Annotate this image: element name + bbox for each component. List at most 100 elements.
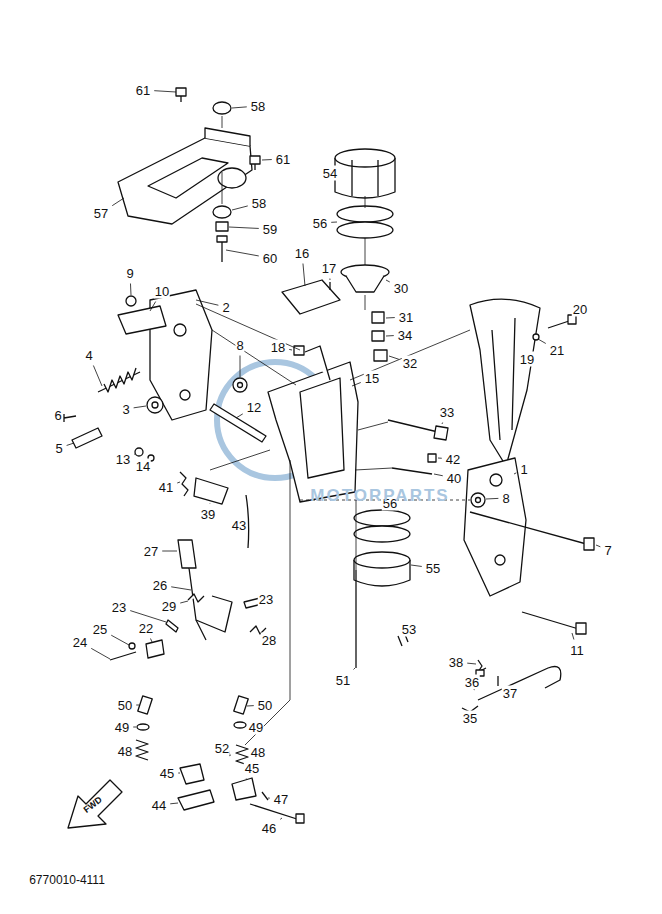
callout-number: 45: [159, 766, 175, 781]
diagram-code: 6770010-4111: [28, 873, 106, 887]
callout-number: 39: [200, 507, 216, 522]
leader-line: [93, 366, 102, 387]
callout-number: 50: [257, 698, 273, 713]
callout-number: 22: [138, 621, 154, 636]
callout-number: 20: [572, 302, 588, 317]
leader-line: [91, 648, 110, 659]
leader-line: [438, 458, 442, 459]
leader-line: [386, 280, 390, 282]
callout-number: 58: [251, 196, 267, 211]
callout-number: 38: [448, 655, 464, 670]
callout-number: 30: [393, 281, 409, 296]
callout-number: 18: [270, 340, 286, 355]
callout-number: 9: [125, 266, 134, 281]
assembly-lines: [196, 116, 470, 745]
leader-line: [538, 339, 546, 343]
callout-number: 4: [84, 348, 93, 363]
leader-line: [596, 545, 600, 547]
leader-line: [386, 335, 394, 336]
callout-number: 50: [117, 698, 133, 713]
watermark: MOTORPARTS: [310, 487, 449, 504]
leader-line: [280, 818, 282, 819]
leader-line: [467, 663, 476, 665]
leader-line: [354, 668, 356, 670]
leader-line: [151, 639, 153, 643]
callout-number: 53: [401, 622, 417, 637]
callout-number: 13: [115, 452, 131, 467]
callout-number: 6: [53, 408, 62, 423]
leader-line: [352, 382, 361, 386]
leader-line: [240, 356, 241, 378]
leader-line: [236, 414, 243, 418]
callout-number: 11: [569, 643, 585, 658]
leader-line: [180, 601, 188, 603]
callout-number: 37: [502, 686, 518, 701]
callout-number: 1: [519, 462, 528, 477]
callout-number: 61: [275, 152, 291, 167]
callout-number: 10: [154, 284, 170, 299]
callout-number: 41: [158, 480, 174, 495]
leader-line: [136, 705, 139, 706]
leader-line: [247, 705, 254, 706]
callout-number: 57: [93, 206, 109, 221]
callout-number: 42: [445, 452, 461, 467]
exploded-parts: [64, 88, 594, 828]
callout-number: 16: [294, 246, 310, 261]
callout-number: 49: [114, 720, 130, 735]
callout-number: 60: [262, 251, 278, 266]
leader-line: [289, 349, 292, 351]
leader-line: [226, 250, 259, 256]
callout-number: 23: [111, 600, 127, 615]
leader-line: [232, 107, 247, 108]
callout-number: 14: [135, 459, 151, 474]
leader-line: [178, 773, 180, 774]
callout-number: 26: [152, 578, 168, 593]
callout-number: 8: [501, 491, 510, 506]
callout-number: 61: [135, 83, 151, 98]
callout-number: 44: [151, 798, 167, 813]
callout-number: 54: [322, 166, 338, 181]
callout-number: 36: [464, 675, 480, 690]
leader-line: [329, 279, 330, 281]
callout-number: 3: [121, 402, 130, 417]
callout-number: 35: [462, 711, 478, 726]
leader-line: [150, 302, 156, 312]
callout-number: 29: [161, 599, 177, 614]
callout-number: 31: [398, 310, 414, 325]
leader-line: [196, 300, 218, 305]
callout-number: 46: [261, 821, 277, 836]
leader-line: [112, 198, 124, 206]
callout-number: 27: [143, 544, 159, 559]
leader-line: [232, 206, 248, 210]
leader-line: [386, 317, 395, 318]
leader-line: [154, 91, 176, 92]
leader-line: [268, 798, 270, 799]
callout-number: 49: [248, 720, 264, 735]
callout-number: 2: [221, 300, 230, 315]
leader-line: [134, 454, 136, 455]
callout-number: 12: [246, 400, 262, 415]
callout-number: 58: [250, 99, 266, 114]
leader-line: [442, 423, 444, 425]
callout-number: 28: [261, 633, 277, 648]
callout-number: 56: [312, 216, 328, 231]
callout-number: 25: [92, 622, 108, 637]
callout-number: 19: [519, 352, 535, 367]
callout-number: 47: [273, 792, 289, 807]
leader-line: [389, 356, 399, 359]
leader-line: [162, 551, 177, 552]
callout-number: 52: [214, 741, 230, 756]
leader-line: [486, 498, 498, 500]
callout-number: 7: [603, 543, 612, 558]
leader-line: [229, 227, 259, 228]
callout-number: 48: [250, 745, 266, 760]
callout-number: 33: [439, 405, 455, 420]
leader-line: [133, 727, 136, 728]
leader-line: [303, 264, 305, 287]
leader-line: [134, 406, 146, 408]
leader-line: [514, 473, 516, 474]
callout-number: 34: [397, 328, 413, 343]
leader-line: [111, 635, 129, 645]
